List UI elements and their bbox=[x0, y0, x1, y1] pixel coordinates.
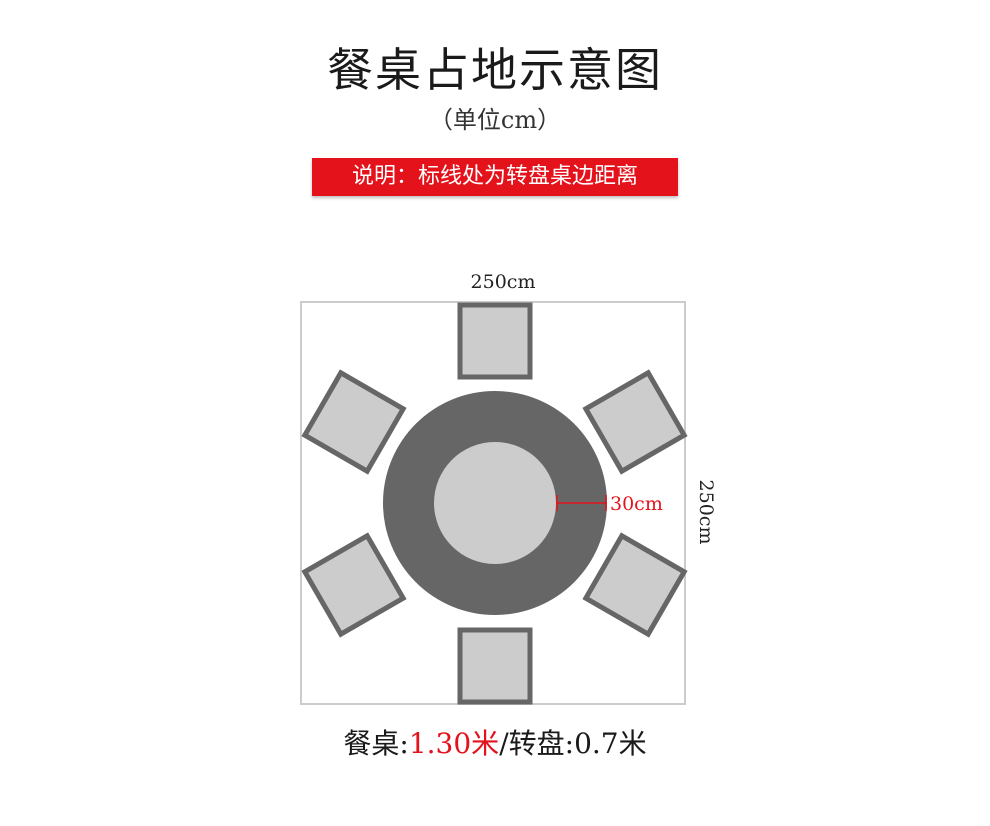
height-label: 250cm bbox=[695, 480, 717, 545]
chair-upper-right bbox=[582, 369, 688, 475]
note-banner: 说明：标线处为转盘桌边距离 bbox=[312, 158, 678, 196]
turntable bbox=[434, 442, 556, 564]
table-size-value: 1.30米 bbox=[408, 727, 500, 760]
width-label: 250cm bbox=[471, 271, 536, 293]
chair-lower-right bbox=[582, 532, 688, 638]
distance-label: 30cm bbox=[610, 493, 663, 515]
dimensions-caption: 餐桌:1.30米/转盘:0.7米 bbox=[0, 724, 990, 764]
chair-bottom bbox=[457, 627, 533, 705]
chair-top bbox=[457, 302, 533, 380]
edge-distance-marker bbox=[556, 495, 607, 511]
caption-separator: / bbox=[499, 727, 509, 760]
page-title: 餐桌占地示意图 bbox=[327, 43, 663, 97]
chair-upper-left bbox=[301, 369, 407, 475]
unit-subtitle: （单位cm） bbox=[428, 106, 562, 134]
turntable-size-value: 0.7米 bbox=[574, 727, 647, 760]
turntable-size-label: 转盘: bbox=[508, 727, 575, 760]
table-size-label: 餐桌: bbox=[343, 727, 409, 760]
chair-lower-left bbox=[301, 532, 407, 638]
